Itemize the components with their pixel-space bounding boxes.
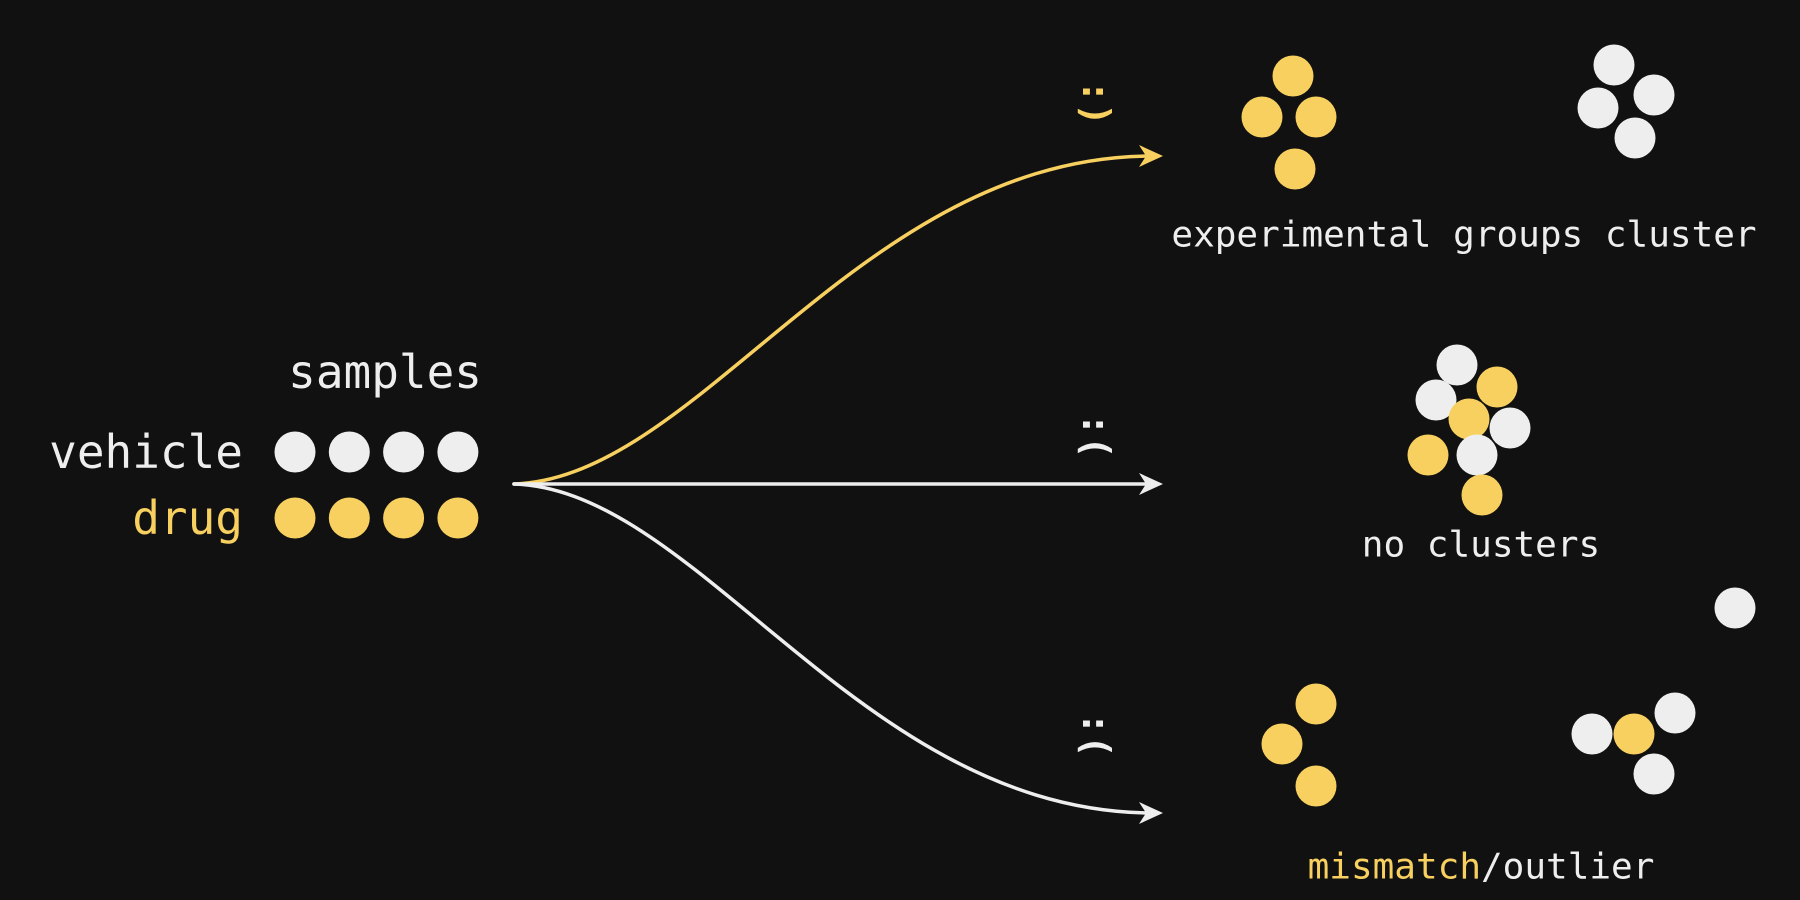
cluster-dot: [1614, 117, 1656, 159]
mismatch-dot: [1261, 723, 1303, 765]
outcome-arrow-2: [512, 482, 1152, 815]
outcome-label-mismatch: mismatch/outlier: [1308, 847, 1655, 888]
mismatch-dot: [1633, 753, 1675, 795]
drug-sample-dot: [383, 497, 425, 539]
mixed-dot: [1489, 407, 1531, 449]
mixed-dot: [1448, 398, 1490, 440]
mismatch-dot: [1654, 692, 1696, 734]
drug-sample-dot: [328, 497, 370, 539]
happy-face-icon: :): [1074, 80, 1118, 126]
samples-title: samples: [288, 345, 482, 399]
mismatch-dot: [1295, 683, 1337, 725]
drug-label: drug: [132, 491, 243, 545]
mixed-dot: [1461, 474, 1503, 516]
outcome-label-no-clusters: no clusters: [1361, 524, 1601, 566]
cluster-dot: [1272, 55, 1314, 97]
mixed-dot: [1456, 434, 1498, 476]
drug-sample-dot: [437, 497, 479, 539]
cluster-dot: [1633, 74, 1675, 116]
arrowhead-icon: [1139, 145, 1163, 167]
mixed-dot: [1476, 366, 1518, 408]
vehicle-sample-dot: [274, 431, 316, 473]
mismatch-dot: [1714, 587, 1756, 629]
cluster-dot: [1295, 96, 1337, 138]
mixed-dot: [1436, 344, 1478, 386]
drug-sample-dot: [274, 497, 316, 539]
arrowhead-icon: [1139, 473, 1163, 495]
cluster-dot: [1274, 148, 1316, 190]
cluster-dot: [1577, 87, 1619, 129]
vehicle-sample-dot: [437, 431, 479, 473]
mixed-dot: [1415, 379, 1457, 421]
mixed-dot: [1407, 434, 1449, 476]
separator-text: /: [1480, 846, 1503, 888]
mismatch-text: mismatch: [1307, 846, 1481, 888]
arrowhead-icon: [1139, 802, 1163, 824]
vehicle-sample-dot: [383, 431, 425, 473]
sad-face-icon: :(: [1074, 413, 1118, 459]
cluster-dot: [1241, 96, 1283, 138]
outlier-text: outlier: [1502, 846, 1655, 888]
cluster-dot: [1593, 44, 1635, 86]
outcome-label-cluster: experimental groups cluster: [1171, 214, 1757, 256]
mismatch-dot: [1571, 713, 1613, 755]
mismatch-dot: [1613, 713, 1655, 755]
vehicle-sample-dot: [328, 431, 370, 473]
mismatch-dot: [1295, 765, 1337, 807]
outcome-arrow-0: [512, 154, 1152, 486]
vehicle-label: vehicle: [49, 425, 243, 479]
sad-face-icon: :(: [1074, 712, 1118, 758]
